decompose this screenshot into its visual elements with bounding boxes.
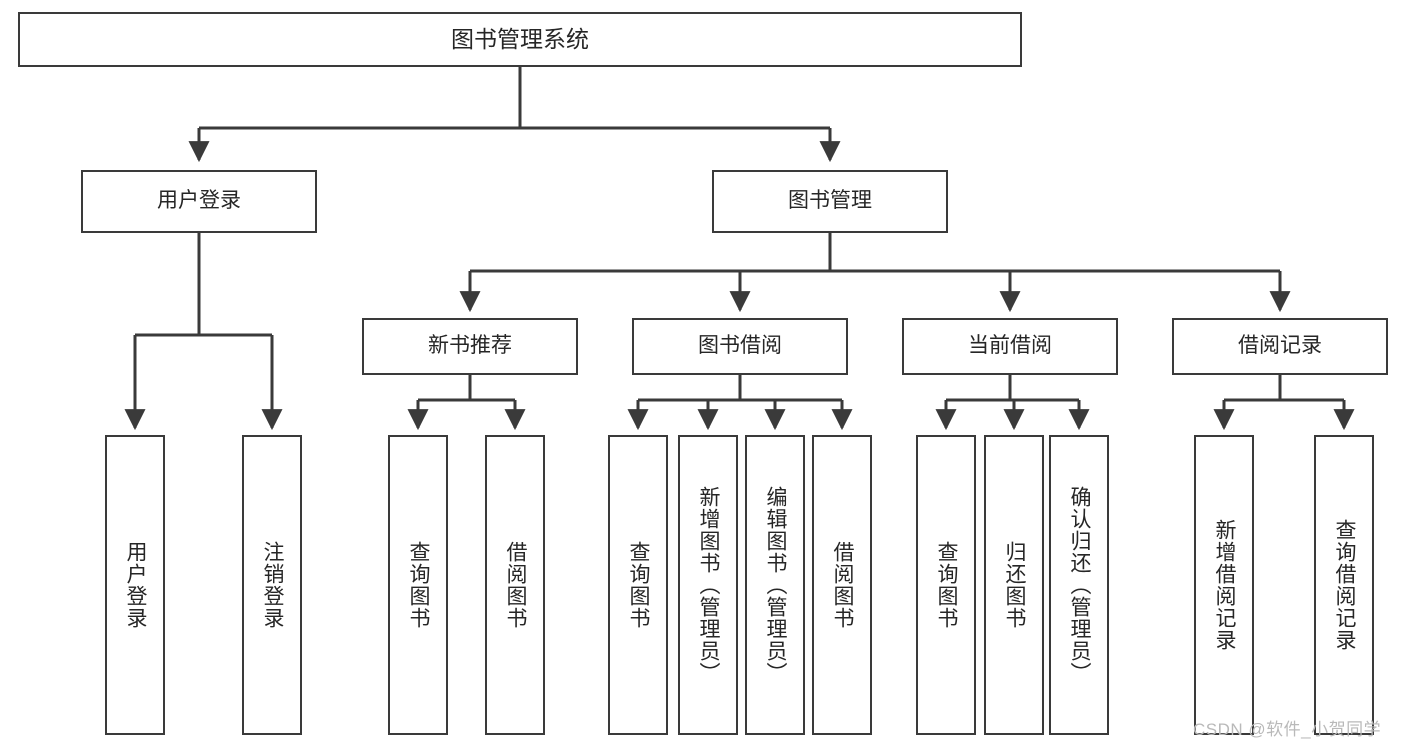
leaf-new-book-query-book[interactable]: 查询图书	[388, 435, 448, 735]
leaf-book-borrow-query-book[interactable]: 查询图书	[608, 435, 668, 735]
node-current-borrow[interactable]: 当前借阅	[902, 318, 1118, 375]
leaf-borrow-records-add-record[interactable]: 新增借阅记录	[1194, 435, 1254, 735]
leaf-user-login-login[interactable]: 用户登录	[105, 435, 165, 735]
node-user-login[interactable]: 用户登录	[81, 170, 317, 233]
leaf-borrow-records-query-record[interactable]: 查询借阅记录	[1314, 435, 1374, 735]
node-new-book-recommend[interactable]: 新书推荐	[362, 318, 578, 375]
node-label: 图书管理	[788, 189, 872, 213]
leaf-book-borrow-edit-book-admin[interactable]: 编辑图书（管理员）	[745, 435, 805, 735]
leaf-current-borrow-query-book[interactable]: 查询图书	[916, 435, 976, 735]
node-label: 查询图书	[407, 541, 431, 629]
leaf-current-borrow-confirm-return-admin[interactable]: 确认归还（管理员）	[1049, 435, 1109, 735]
node-label: 查询借阅记录	[1333, 519, 1357, 651]
node-label: 当前借阅	[968, 334, 1052, 358]
node-label: 归还图书	[1003, 541, 1027, 629]
leaf-book-borrow-add-book-admin[interactable]: 新增图书（管理员）	[678, 435, 738, 735]
node-label: 图书借阅	[698, 334, 782, 358]
node-borrow-records[interactable]: 借阅记录	[1172, 318, 1388, 375]
leaf-new-book-borrow-book[interactable]: 借阅图书	[485, 435, 545, 735]
node-book-management[interactable]: 图书管理	[712, 170, 948, 233]
node-root-book-management-system[interactable]: 图书管理系统	[18, 12, 1022, 67]
node-label: 借阅图书	[504, 541, 528, 629]
leaf-current-borrow-return-book[interactable]: 归还图书	[984, 435, 1044, 735]
node-label: 借阅记录	[1238, 334, 1322, 358]
node-label: 新增借阅记录	[1213, 519, 1237, 651]
node-label: 借阅图书	[831, 541, 855, 629]
node-label: 确认归还（管理员）	[1068, 486, 1092, 684]
node-label: 新书推荐	[428, 334, 512, 358]
leaf-book-borrow-borrow-book[interactable]: 借阅图书	[812, 435, 872, 735]
node-label: 编辑图书（管理员）	[764, 486, 788, 684]
node-label: 图书管理系统	[451, 26, 589, 53]
node-label: 查询图书	[627, 541, 651, 629]
node-book-borrow[interactable]: 图书借阅	[632, 318, 848, 375]
node-label: 用户登录	[157, 189, 241, 213]
node-label: 查询图书	[935, 541, 959, 629]
leaf-user-login-logout[interactable]: 注销登录	[242, 435, 302, 735]
csdn-watermark: CSDN @软件_小贺同学	[1193, 715, 1381, 740]
watermark-text: CSDN @软件_小贺同学	[1193, 720, 1382, 739]
node-label: 用户登录	[124, 541, 148, 629]
node-label: 新增图书（管理员）	[697, 486, 721, 684]
node-label: 注销登录	[261, 541, 285, 629]
